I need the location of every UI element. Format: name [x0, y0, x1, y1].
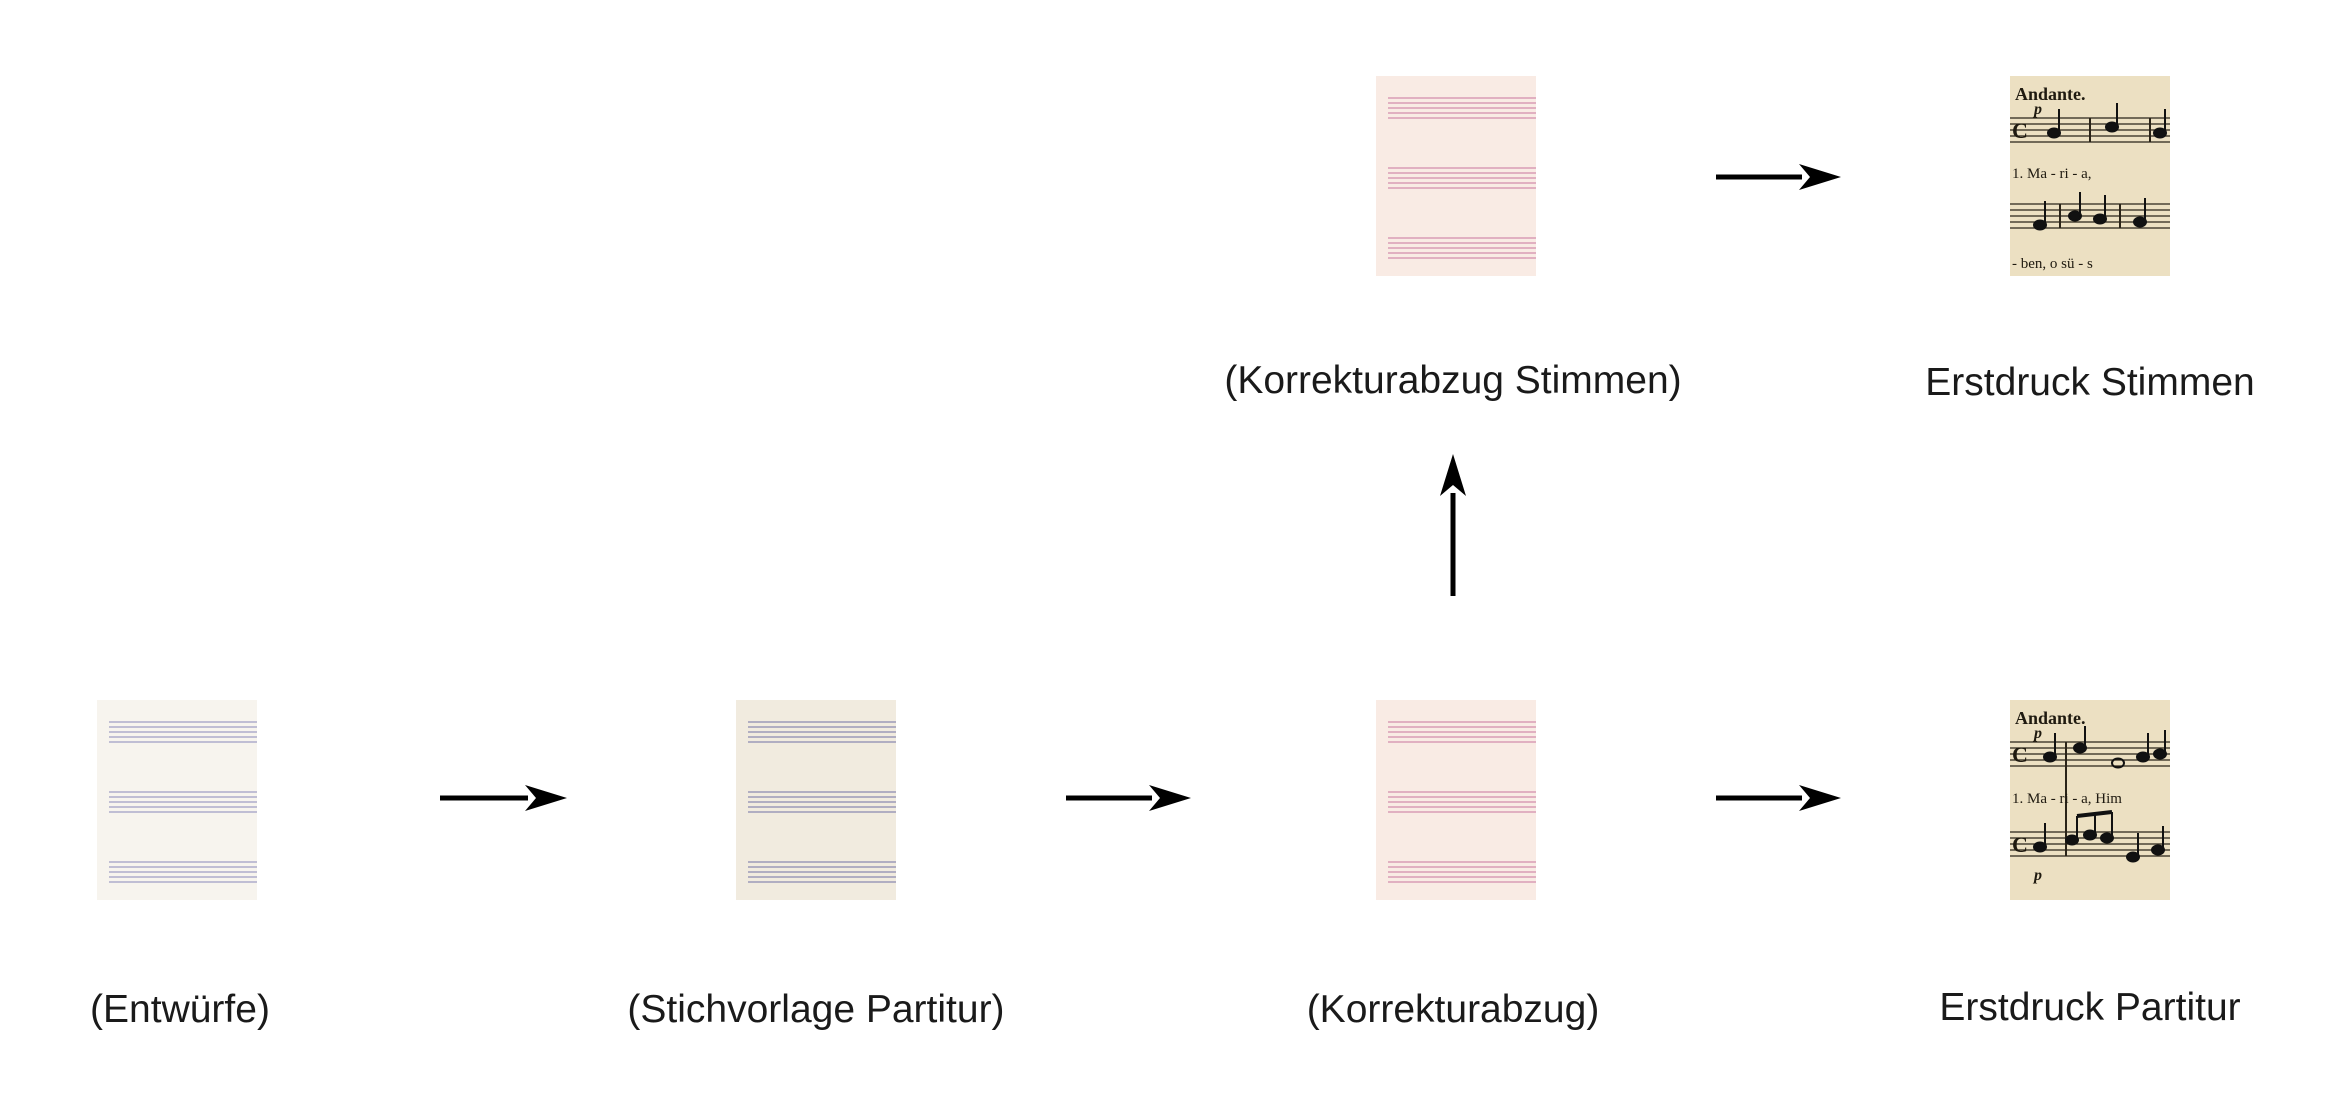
tempo-marking: Andante.: [2015, 708, 2086, 728]
paper-sheet: [97, 700, 257, 900]
paper-sheet: [2010, 700, 2170, 900]
node-label: Erstdruck Stimmen: [1925, 361, 2254, 404]
notes: [2033, 103, 2167, 231]
node-entwuerfe: (Entwürfe): [90, 700, 270, 1031]
paper-sheet: [1376, 700, 1536, 900]
node-label: (Korrekturabzug): [1307, 988, 1600, 1031]
thumbnail-blank-staff-paper: [1376, 76, 1536, 276]
staff-system: [748, 721, 896, 743]
staff-system: [1388, 167, 1536, 189]
node-label: (Korrekturabzug Stimmen): [1224, 359, 1681, 402]
staff-system: [1388, 861, 1536, 883]
edges: [440, 164, 1841, 811]
staff-system: [1388, 791, 1536, 813]
node-erstdruck-stimmen: Andante. p C: [1925, 76, 2255, 404]
staff-system: [1388, 721, 1536, 743]
arrow-korrekturabzug-to-erstdruck-partitur: [1716, 785, 1841, 811]
notes: [2033, 726, 2167, 863]
thumbnail-printed-parts: Andante. p C: [2010, 76, 2170, 276]
staff-system: [748, 861, 896, 883]
node-korrekturabzug: (Korrekturabzug): [1307, 700, 1600, 1031]
paper-sheet: [736, 700, 896, 900]
node-label: Erstdruck Partitur: [1939, 986, 2240, 1029]
thumbnail-blank-staff-paper: [97, 700, 257, 900]
staff-system: [1388, 237, 1536, 259]
node-label: (Stichvorlage Partitur): [627, 988, 1004, 1031]
dynamic-marking: p: [2032, 725, 2042, 742]
clef-glyph: C: [2012, 832, 2028, 857]
node-korrekturabzug-stimmen: (Korrekturabzug Stimmen): [1224, 76, 1682, 402]
lyric-line: 1. Ma - ri - a,: [2012, 166, 2092, 182]
thumbnail-blank-staff-paper: [736, 700, 896, 900]
arrow-korrekturabzug-to-korrekturabzug-stimmen: [1440, 454, 1466, 596]
arrow-korrekturabzug-stimmen-to-erstdruck-stimmen: [1716, 164, 1841, 190]
thumbnail-printed-score: Andante. p C C: [2010, 700, 2170, 900]
dynamic-marking: p: [2032, 867, 2042, 884]
lyric-line: 1. Ma - ri - a, Him: [2012, 791, 2122, 807]
arrow-stichvorlage-to-korrekturabzug: [1066, 785, 1191, 811]
arrow-entwuerfe-to-stichvorlage: [440, 785, 567, 811]
staff-system: [109, 861, 257, 883]
paper-sheet: [2010, 76, 2170, 276]
staff-system: [109, 721, 257, 743]
thumbnail-blank-staff-paper: [1376, 700, 1536, 900]
dynamic-marking: p: [2032, 101, 2042, 118]
tempo-marking: Andante.: [2015, 84, 2086, 104]
staff-system: [1388, 97, 1536, 119]
staff-system: [748, 791, 896, 813]
node-erstdruck-partitur: Andante. p C C: [1939, 700, 2241, 1029]
node-label: (Entwürfe): [90, 988, 270, 1031]
node-stichvorlage-partitur: (Stichvorlage Partitur): [627, 700, 1005, 1031]
paper-sheet: [1376, 76, 1536, 276]
staff-system: [109, 791, 257, 813]
clef-glyph: C: [2012, 118, 2028, 143]
clef-glyph: C: [2012, 742, 2028, 767]
lyric-line: - ben, o sü - s: [2012, 256, 2093, 272]
